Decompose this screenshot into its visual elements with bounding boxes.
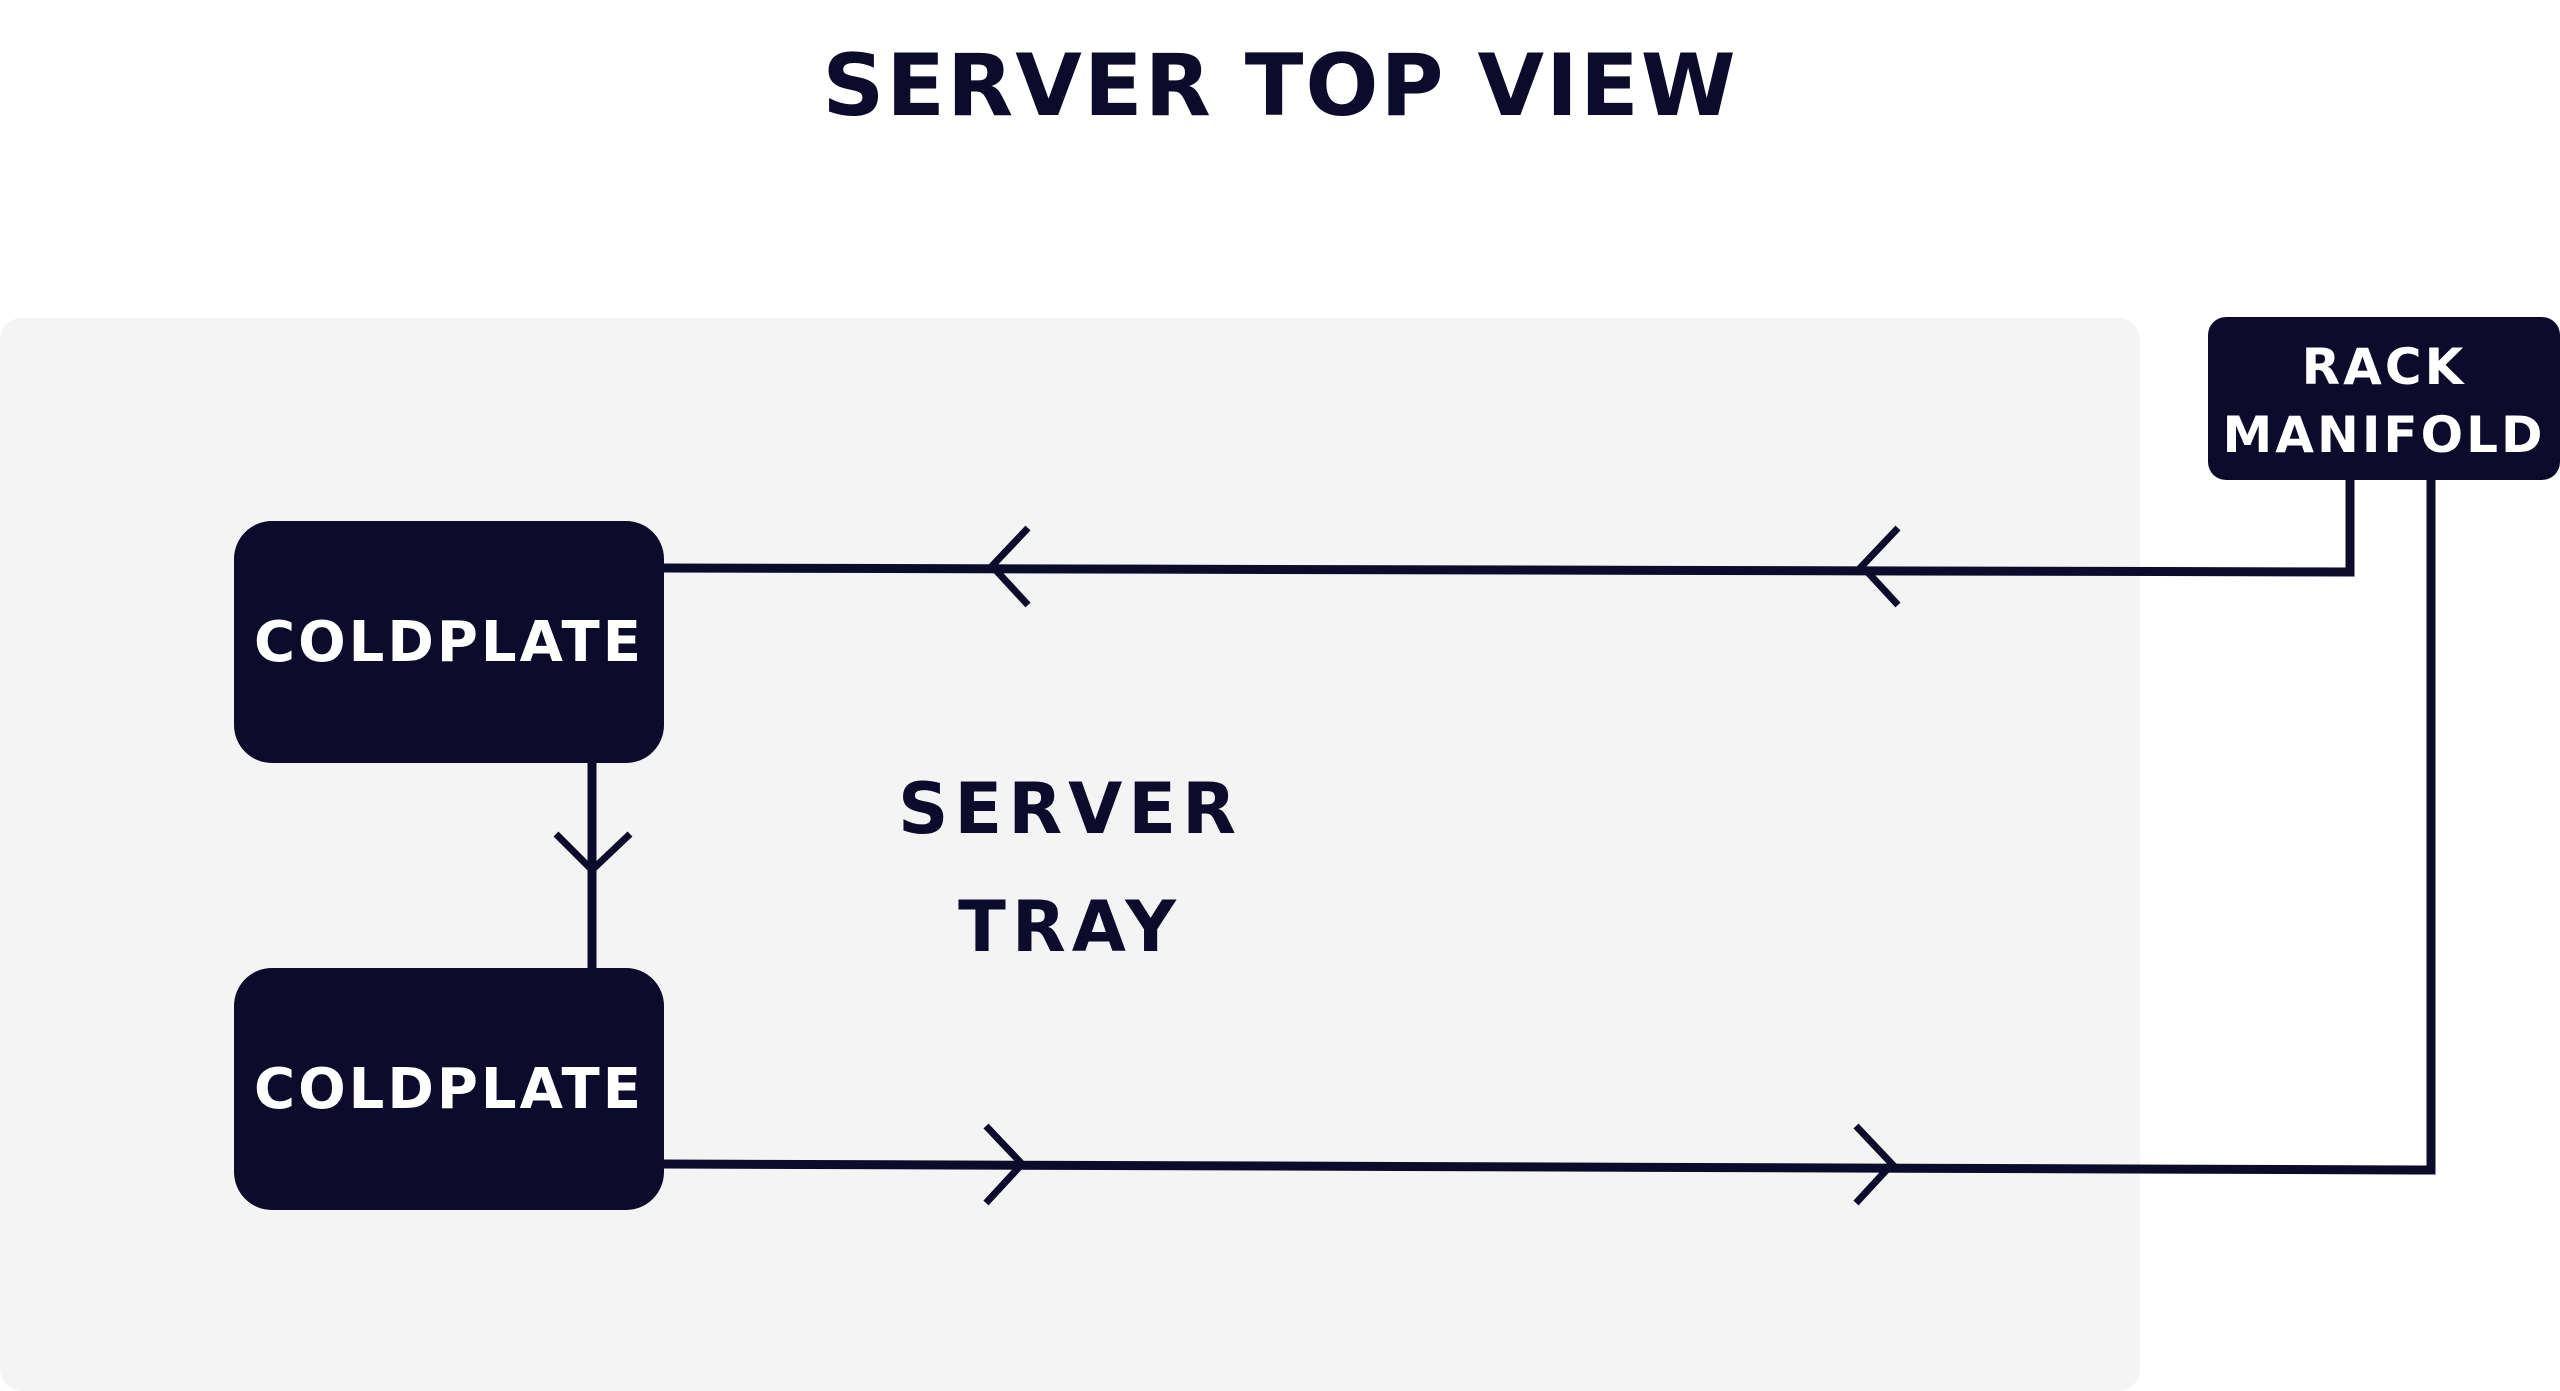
flow-arrow-right-icon bbox=[1853, 1123, 1897, 1206]
coldplate-top: COLDPLATE bbox=[234, 521, 664, 763]
coldplate-bottom: COLDPLATE bbox=[234, 968, 664, 1210]
flow-arrow-left-icon bbox=[987, 525, 1031, 608]
server-tray-label-line2: TRAY bbox=[958, 886, 1182, 968]
rack-manifold-label-line2: MANIFOLD bbox=[2222, 405, 2546, 464]
server-tray-region bbox=[0, 318, 2140, 1391]
supply-pipe bbox=[663, 480, 2436, 1175]
coldplate-bottom-label: COLDPLATE bbox=[253, 1056, 645, 1122]
flow-arrow-left-icon bbox=[1857, 525, 1901, 608]
rack-manifold-label-line1: RACK bbox=[2301, 337, 2467, 396]
diagram-title: SERVER TOP VIEW bbox=[822, 36, 1738, 136]
server-tray-label-line1: SERVER bbox=[897, 768, 1243, 850]
coldplate-top-label: COLDPLATE bbox=[253, 609, 645, 675]
rack-manifold: RACK MANIFOLD bbox=[2208, 317, 2560, 480]
flow-arrow-right-icon bbox=[983, 1123, 1027, 1206]
return-pipe bbox=[663, 480, 2355, 577]
server-tray-label: SERVER TRAY bbox=[880, 750, 1260, 986]
flow-arrow-down-icon bbox=[553, 831, 633, 875]
